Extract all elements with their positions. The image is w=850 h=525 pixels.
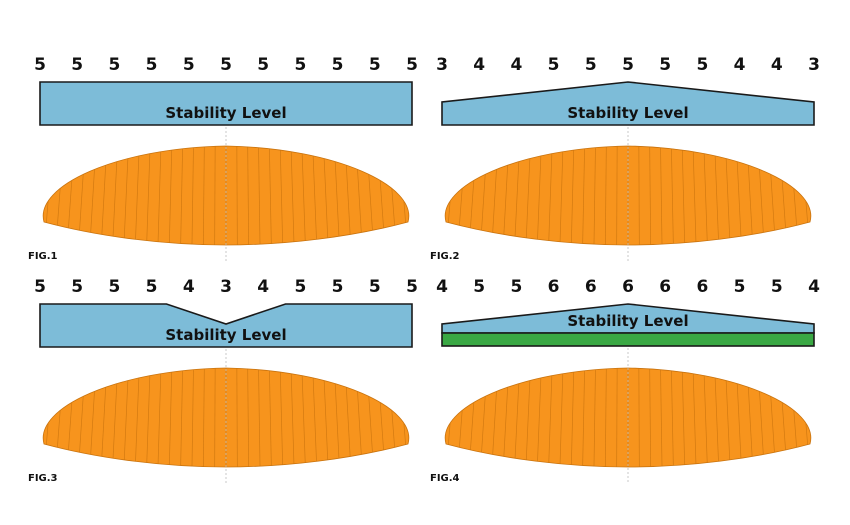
stability-value: 5 xyxy=(294,55,306,75)
stability-value: 5 xyxy=(34,55,46,75)
stability-value: 3 xyxy=(808,55,820,75)
stability-value: 5 xyxy=(257,55,269,75)
stability-value: 4 xyxy=(183,277,195,297)
bar-label: Stability Level xyxy=(165,104,286,122)
figure-label: FIG.3 xyxy=(28,473,58,484)
stability-value: 6 xyxy=(548,277,560,297)
stability-value: 5 xyxy=(696,55,708,75)
stability-value: 5 xyxy=(220,55,232,75)
stability-value: 5 xyxy=(183,55,195,75)
stability-value: 5 xyxy=(108,55,120,75)
bar-label: Stability Level xyxy=(567,312,688,330)
base-band xyxy=(441,332,815,347)
stability-value: 4 xyxy=(808,277,820,297)
stability-value: 5 xyxy=(622,55,634,75)
stability-value: 6 xyxy=(696,277,708,297)
stability-value: 4 xyxy=(771,55,783,75)
stability-value: 5 xyxy=(294,277,306,297)
stability-bar xyxy=(39,81,413,126)
stability-value: 5 xyxy=(510,277,522,297)
stability-value: 5 xyxy=(659,55,671,75)
stability-value: 5 xyxy=(406,55,418,75)
stability-value: 5 xyxy=(71,277,83,297)
stability-bar xyxy=(441,81,815,126)
stability-value: 4 xyxy=(257,277,269,297)
figure-label: FIG.2 xyxy=(430,251,460,262)
figure-label: FIG.1 xyxy=(28,251,58,262)
stability-value: 6 xyxy=(622,277,634,297)
stability-value: 4 xyxy=(734,55,746,75)
stability-value: 4 xyxy=(436,277,448,297)
stability-value: 6 xyxy=(585,277,597,297)
stability-value: 5 xyxy=(548,55,560,75)
stability-bar xyxy=(39,303,413,348)
stability-value: 5 xyxy=(146,277,158,297)
stability-value: 4 xyxy=(473,55,485,75)
stability-value: 5 xyxy=(108,277,120,297)
stability-value: 5 xyxy=(332,277,344,297)
stability-value: 3 xyxy=(220,277,232,297)
figure-label: FIG.4 xyxy=(430,473,460,484)
stability-value: 4 xyxy=(510,55,522,75)
bar-label: Stability Level xyxy=(165,326,286,344)
stability-value: 5 xyxy=(585,55,597,75)
stability-value: 3 xyxy=(436,55,448,75)
stability-value: 5 xyxy=(34,277,46,297)
stability-value: 5 xyxy=(71,55,83,75)
stability-value: 5 xyxy=(369,277,381,297)
stability-value: 5 xyxy=(332,55,344,75)
stability-value: 5 xyxy=(146,55,158,75)
bar-label: Stability Level xyxy=(567,104,688,122)
stability-value: 6 xyxy=(659,277,671,297)
stability-value: 5 xyxy=(734,277,746,297)
stability-value: 5 xyxy=(406,277,418,297)
stability-value: 5 xyxy=(369,55,381,75)
stability-value: 5 xyxy=(473,277,485,297)
stability-value: 5 xyxy=(771,277,783,297)
